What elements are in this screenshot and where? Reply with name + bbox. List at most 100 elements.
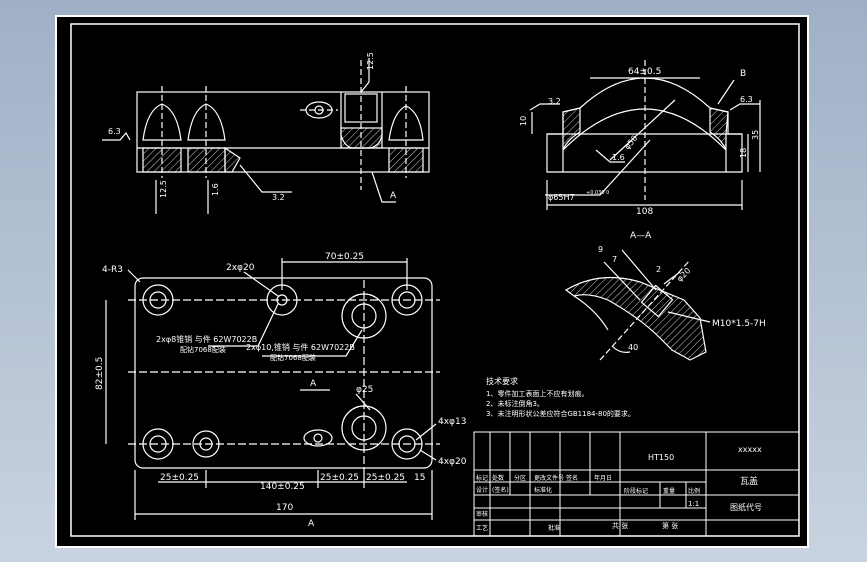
dim-label: 64±0.5: [628, 67, 661, 77]
dim-label: 108: [636, 207, 653, 217]
roughness-symbol: [595, 149, 625, 163]
leader: [208, 303, 279, 347]
dim-line: [621, 249, 657, 291]
material: HT150: [648, 453, 674, 462]
section-label: A: [390, 191, 397, 201]
stage-label: 阶段标记: [624, 487, 648, 495]
arch-hatch-left: [562, 107, 581, 151]
section-arc: [573, 295, 609, 331]
hole-oval-centre: [313, 433, 323, 443]
title-block: [473, 431, 800, 537]
dim-label: 25±0.25: [320, 473, 359, 483]
dim-label: +0.030 0: [586, 190, 609, 196]
leader: [663, 271, 681, 285]
leader-b: [717, 79, 735, 105]
dim-label: 7: [612, 255, 617, 264]
dim-label: 82±0.5: [95, 357, 105, 390]
dim-label: φ65H7: [548, 193, 575, 202]
title-block-frame: [473, 431, 800, 537]
tech-note-item: 1、零件加工表面上不应有划痕。: [486, 389, 588, 398]
section-leader: [371, 171, 396, 203]
roughness-label: 1.6: [612, 153, 625, 162]
leader: [415, 423, 437, 441]
dim-label: 4xφ13: [438, 417, 466, 427]
tb-cell: 标准化: [534, 486, 552, 494]
leader: [127, 269, 141, 283]
pin-note: 2xφ10,锥销 与件 62W7022B: [246, 342, 355, 352]
tb-cell: 审核: [476, 510, 488, 518]
dim-label: 18: [739, 148, 748, 158]
dim-label: 25±0.25: [160, 473, 199, 483]
plan-view: [105, 258, 440, 520]
roughness-symbol: [729, 103, 760, 111]
dim-label: 170: [276, 503, 293, 513]
dim-label: φ25: [356, 385, 373, 395]
tb-cell: 签名: [566, 474, 578, 482]
tb-cell: 更改文件号: [534, 474, 564, 482]
slot-inner: [344, 93, 378, 123]
tb-cell: 工艺: [476, 524, 488, 532]
dim-label: 35: [751, 130, 760, 140]
arch-hatch-right: [709, 107, 729, 151]
section-label: A: [310, 379, 317, 389]
weight-label: 重量: [663, 487, 675, 495]
pin-note: 2xφ8锥销 与件 62W7022B: [156, 334, 257, 344]
dim-label: 4xφ20: [438, 457, 467, 467]
dim-line: [603, 261, 641, 301]
sheets-total: 共 张: [612, 521, 628, 530]
dim-label: 70±0.25: [325, 252, 364, 262]
leader: [243, 271, 279, 297]
hatch-break: [224, 146, 241, 173]
roughness-label: 3.2: [272, 193, 285, 202]
centreline: [599, 259, 691, 361]
tb-cell: 标记: [476, 474, 488, 482]
roughness-label: 12.5: [159, 180, 168, 198]
tb-cell: 设计: [476, 486, 488, 494]
drawing-number: 图纸代号: [730, 502, 762, 512]
leader: [262, 329, 363, 357]
tech-note-item: 2、未标注倒角3。: [486, 399, 544, 408]
dim-label: 15: [414, 473, 425, 483]
top-view: [102, 58, 430, 214]
leader: [419, 449, 437, 461]
scale: 1:1: [688, 500, 699, 508]
roughness-label: 6.3: [740, 95, 753, 104]
roughness-label: 3.2: [548, 97, 561, 106]
top-view-outline: [136, 91, 430, 173]
part-name: 瓦盖: [740, 475, 758, 487]
tech-note-item: 3、未注明形状公差应符合GB1184-80的要求。: [486, 409, 635, 418]
tech-notes-heading: 技术要求: [486, 376, 518, 386]
dim-label: 2: [656, 265, 661, 274]
leader: [667, 311, 711, 323]
tb-cell: 分区: [514, 474, 526, 482]
label-b: B: [740, 69, 746, 79]
tb-cell: 年月日: [594, 474, 612, 482]
thread-label: M10*1.5-7H: [712, 319, 766, 329]
dim-label: 25±0.25: [366, 473, 405, 483]
dim-label: 4-R3: [102, 265, 123, 275]
roughness-symbol: [360, 58, 370, 93]
section-label: A: [308, 519, 315, 529]
company: xxxxx: [738, 445, 762, 454]
leader: [355, 393, 371, 411]
dim-label: 140±0.25: [260, 482, 305, 492]
section-title: A—A: [630, 231, 652, 241]
pin-note: 配钻7068配装: [270, 353, 316, 362]
roughness-label: 6.3: [108, 127, 121, 136]
roughness-symbol: [529, 103, 560, 111]
thread-hole: [640, 284, 674, 318]
dim-label: 9: [598, 245, 603, 254]
roughness-symbol: [102, 131, 131, 141]
dim-label: 10: [519, 116, 528, 126]
roughness-leader: [239, 164, 292, 193]
tb-cell: 批准: [548, 524, 560, 532]
section-view: [564, 249, 711, 361]
tb-cell: (签名): [492, 486, 509, 494]
ratio-label: 比例: [688, 487, 700, 495]
leader-diameter: [609, 99, 676, 161]
roughness-label: 1.6: [211, 183, 220, 196]
pin-note: 配钻7068配装: [180, 345, 226, 354]
sheet-number: 第 张: [662, 521, 678, 530]
inner-border: [70, 23, 800, 537]
dim-label: 2xφ20: [226, 263, 255, 273]
